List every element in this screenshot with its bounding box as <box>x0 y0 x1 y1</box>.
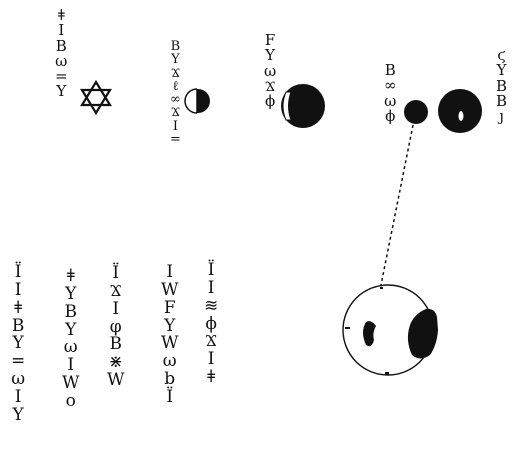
large-planet-disc-icon <box>438 89 482 133</box>
glyph: Y <box>65 286 76 304</box>
hexagram-star-icon <box>82 82 110 113</box>
magnified-disc-icon <box>343 285 438 375</box>
gibbous-moon-disc-icon <box>281 84 325 128</box>
half-moon-disc-icon <box>185 89 210 113</box>
glyph: Ϫ <box>110 283 121 301</box>
glyph: F <box>164 300 176 318</box>
glyph: o <box>66 393 76 411</box>
glyph: Y <box>13 407 24 425</box>
glyph-column-8: Ϊ Ϫ I φ B ⋇ W <box>107 265 124 390</box>
glyph: I <box>208 280 215 298</box>
glyph-column-7: ǂ Y B Y ω I W o <box>62 268 79 411</box>
glyph: I <box>112 301 119 319</box>
glyph: B <box>64 304 77 322</box>
glyph: ǂ <box>14 300 22 318</box>
glyph: Ϊ <box>166 389 173 407</box>
small-planet-disc-icon <box>404 100 428 124</box>
glyph-column-6: Ϊ I ǂ B Y = ω I Y <box>11 264 25 425</box>
glyph: W <box>161 282 178 300</box>
glyph: I <box>15 282 22 300</box>
glyph: W <box>107 372 124 390</box>
glyph-column-9: I W F Y W ω b Ϊ <box>161 264 178 407</box>
glyph: ǂ <box>207 369 215 387</box>
glyph: ≋ <box>204 298 218 316</box>
glyph-column-10: Ϊ I ≋ ϕ Ϫ I ǂ <box>204 262 218 387</box>
